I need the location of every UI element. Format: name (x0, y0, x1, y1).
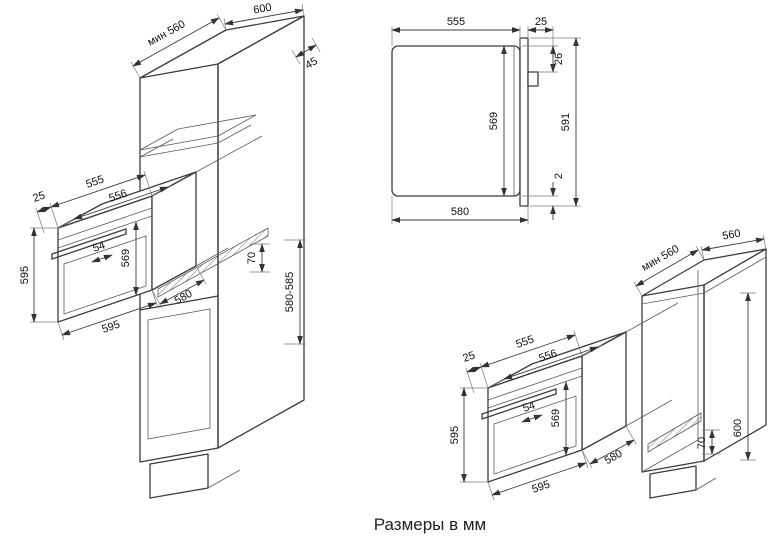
dim-label-569-b: 569 (488, 112, 500, 130)
dim-label-569-c: 569 (550, 409, 562, 427)
dim-label-595-left-a: 595 (19, 266, 31, 284)
oven-handle (51, 228, 127, 260)
figure-base-cabinet-installation: 555 25 556 595 569 54 595 (449, 228, 767, 501)
dim-label-600-c: 600 (732, 419, 744, 437)
dim-label-25-c: 25 (461, 349, 476, 364)
dim-label-580-585-a: 580-585 (284, 272, 296, 312)
dim-label-595-bottom-c: 595 (530, 479, 551, 496)
dim-label-54-a: 54 (91, 239, 106, 254)
dim-label-569-a: 569 (120, 249, 132, 267)
dim-label-70-c: 70 (696, 437, 708, 449)
dim-label-min560-a: мин 560 (146, 18, 188, 48)
mounting-tab (527, 71, 539, 87)
dim-label-26-b: 26 (553, 53, 565, 65)
dim-label-555-b: 555 (447, 16, 465, 28)
dim-label-595-left-c: 595 (449, 426, 461, 444)
caption: Размеры в мм (374, 515, 487, 534)
dim-label-25-a: 25 (31, 189, 46, 204)
dim-label-556-a: 556 (107, 188, 128, 205)
dim-label-25-b: 25 (535, 16, 547, 28)
dim-label-595-bottom-a: 595 (100, 319, 121, 336)
dim-label-591-b: 591 (560, 113, 572, 131)
dim-label-580-a: 580 (173, 288, 195, 307)
oven-front-frame (519, 37, 529, 207)
cabinet-plinth (149, 453, 209, 499)
figure-tall-cabinet-installation: мин 560 600 45 555 25 556 (19, 2, 321, 499)
cabinet-floor-hatch (647, 412, 702, 453)
insertion-guides-2 (625, 302, 679, 427)
base-cabinet (641, 248, 767, 499)
dim-label-555-c: 555 (514, 334, 535, 351)
dims-figB: 555 25 26 569 591 2 (391, 16, 581, 224)
dims-figA: мин 560 600 45 555 25 556 (19, 2, 321, 345)
dim-label-45-a: 45 (303, 55, 320, 72)
oven-side-body (391, 37, 539, 207)
dim-label-54-c: 54 (521, 399, 536, 414)
oven-handle-2 (481, 388, 557, 420)
dim-label-556-c: 556 (537, 348, 558, 365)
dim-label-70-a: 70 (246, 252, 258, 264)
dim-label-600-a: 600 (252, 2, 272, 17)
figure-oven-side-view: 555 25 26 569 591 2 (391, 16, 581, 224)
dim-label-580-c: 580 (603, 448, 625, 467)
dim-label-min560-c: мин 560 (640, 243, 682, 274)
dim-label-560-c: 560 (721, 228, 741, 243)
dim-label-555-a: 555 (84, 174, 105, 191)
base-cabinet-plinth (649, 465, 697, 499)
dim-label-580-b: 580 (451, 206, 469, 218)
dim-label-2-b: 2 (553, 173, 565, 179)
